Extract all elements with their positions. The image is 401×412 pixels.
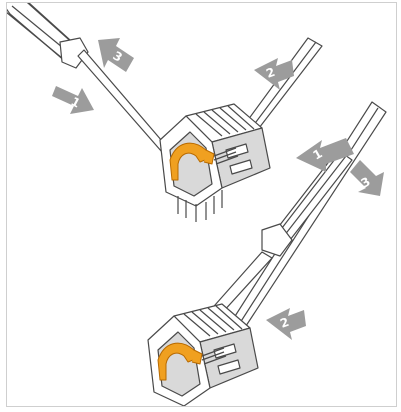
- step-3-arrow-icon: 3: [98, 38, 134, 72]
- top-illustration: 1 3 2: [7, 3, 323, 222]
- step-3-arrow-icon-2: 3: [350, 160, 384, 196]
- spring-clamp-2: [157, 342, 199, 381]
- spring-clamp: [169, 142, 211, 181]
- terminal-block-2: [147, 303, 259, 406]
- step-2-arrow-icon: 2: [254, 58, 294, 90]
- step-1-arrow-icon-2: 1: [296, 138, 354, 172]
- step-2-arrow-icon-2: 2: [266, 308, 306, 340]
- bottom-illustration: 1 3 2: [147, 101, 387, 406]
- step-1-arrow-icon: 1: [52, 86, 94, 114]
- screwdriver-release-tool: [7, 3, 169, 153]
